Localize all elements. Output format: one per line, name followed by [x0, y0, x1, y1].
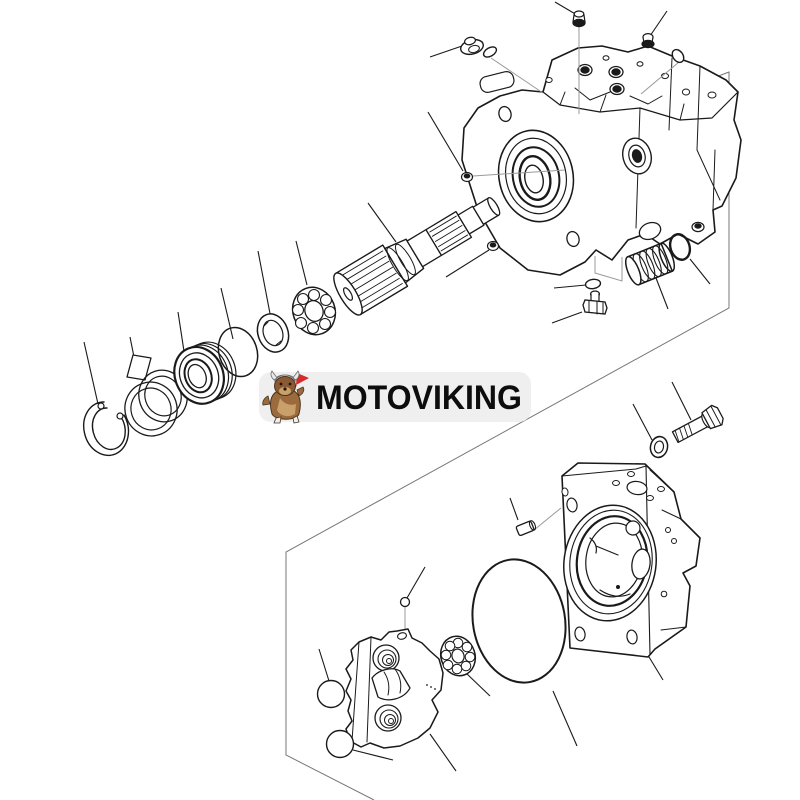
housing-bore — [497, 129, 575, 223]
pump-housing-part — [461, 45, 742, 276]
brand-watermark: MOTOVIKING — [259, 370, 531, 424]
piston-ball-lower-part — [325, 729, 355, 759]
side-port — [621, 137, 653, 175]
o-ring-top-right-part — [671, 48, 685, 64]
o-ring-sleeve-part — [668, 233, 692, 261]
leader-lines-left — [83, 202, 397, 405]
o-ring-shaft-part — [217, 326, 259, 378]
oil-seal-part — [173, 341, 237, 405]
dowel-pin-part — [515, 520, 537, 537]
plug-hex-bottom-part — [582, 290, 608, 315]
plug-right-side-part — [691, 221, 705, 233]
washer-ring-part — [256, 313, 290, 353]
drive-shaft-part — [333, 197, 501, 316]
needle-bearing-part — [439, 635, 477, 677]
pivot-ball-part — [399, 596, 411, 608]
cradle-group — [316, 596, 477, 759]
ball-bearing-part — [291, 286, 337, 336]
leader-lines-lower — [318, 381, 692, 772]
logo-text: MOTOVIKING — [316, 379, 522, 417]
housing-small-parts — [460, 10, 705, 315]
logo-background — [259, 372, 531, 422]
o-ring-bottom-part — [584, 278, 602, 290]
viking-dog-mascot-icon — [262, 370, 309, 424]
cradle-support-part — [345, 628, 444, 749]
piston-ball-upper-part — [316, 679, 346, 709]
witness-lines — [404, 24, 680, 629]
section-frame — [285, 71, 730, 800]
cap-screw-lower-part — [486, 240, 500, 252]
plug-flanged-part — [460, 36, 484, 56]
flag-icon — [296, 373, 309, 385]
washer-cover-part — [649, 435, 669, 459]
o-ring-cover-part — [471, 558, 567, 684]
flange-bolt-part — [671, 404, 724, 444]
plug-top-part — [572, 10, 586, 28]
plug-top-right-part — [641, 32, 655, 49]
retainer-key-part — [126, 354, 152, 381]
sleeve-bushing-part — [624, 242, 676, 286]
shaft-chain — [83, 197, 501, 457]
end-cover-part — [561, 462, 701, 658]
o-ring-top-left-part — [482, 46, 498, 58]
socket-plug-icons — [577, 63, 625, 96]
end-cover-group — [471, 404, 724, 684]
snap-ring-part — [83, 401, 130, 457]
cap-screw-upper-part — [460, 171, 474, 183]
